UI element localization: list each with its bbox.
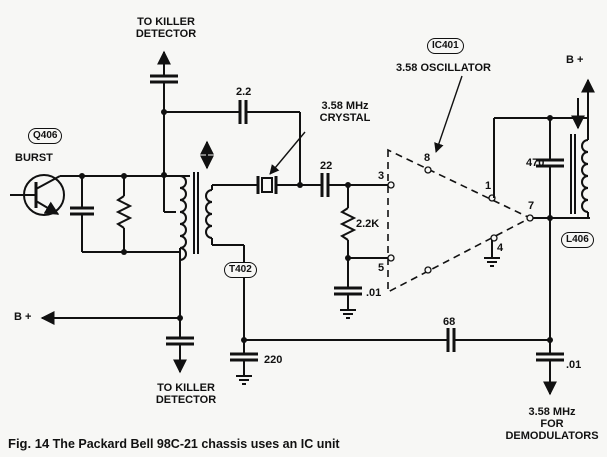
c-220-capacitor [230,340,258,385]
ic401-pointer [434,75,463,153]
ic401-description: 3.58 OSCILLATOR [396,62,491,74]
pin-7-label: 7 [528,200,535,212]
c-01-left-value: .01 [366,287,382,299]
q406-tag: Q406 [28,128,63,144]
c-220-value: 220 [264,354,283,366]
killer-bottom-capacitor [166,336,194,374]
figure-caption: Fig. 14 The Packard Bell 98C-21 chassis … [8,436,340,451]
ic401-oscillator [387,148,532,294]
c-470-value: 470 [526,157,545,169]
pin-7 [526,214,534,222]
pin-unlabeled [424,266,432,274]
c-22-value: 22 [320,160,333,172]
crystal [256,176,322,194]
r-2-2k-value: 2.2K [356,218,380,230]
tank-capacitor [70,176,94,252]
ic401-tag: IC401 [427,38,464,54]
c-2-2-capacitor [164,100,301,185]
crystal-label: 3.58 MHz CRYSTAL [319,100,371,124]
tank-resistor [115,176,133,252]
burst-transformer-primary [179,175,190,261]
c-2-2-value: 2.2 [236,86,252,98]
l406-tag: L406 [561,232,594,248]
l406-coil [570,118,589,218]
pin-4 [490,234,498,242]
c-22-capacitor [320,173,388,197]
c-470-capacitor [536,118,564,354]
killer-bottom-label: TO KILLER DETECTOR [155,382,217,406]
q406-transistor [10,174,82,216]
junction-dot [121,249,127,255]
r-2-2k-resistor [339,185,357,288]
pin-1-label: 1 [485,180,492,192]
demodulators-label: 3.58 MHz FOR DEMODULATORS [505,406,599,442]
pin-8 [424,166,432,174]
c-68-value: 68 [443,316,456,328]
bplus-left-label: B + [14,311,32,323]
junction-dot [177,315,183,321]
pin-3 [387,181,395,189]
figure-number: Fig. 14 [8,436,50,451]
junction-dot [547,337,553,343]
crystal-pointer [269,131,306,175]
t402-tag: T402 [224,262,257,278]
c-68-capacitor [243,245,550,352]
bplus-right-label: B + [566,54,584,66]
pin4-ground [484,240,500,267]
pin-4-label: 4 [497,242,504,254]
killer-top-label: TO KILLER DETECTOR [135,16,197,40]
pin-8-label: 8 [424,152,431,164]
c-01-right-capacitor [536,352,564,396]
burst-label: BURST [15,152,53,164]
c-01-right-value: .01 [566,359,582,371]
figure-caption-text: The Packard Bell 98C-21 chassis uses an … [52,437,340,451]
t402-secondary [205,184,258,246]
pin-3-label: 3 [378,170,385,182]
pin-5 [387,254,395,262]
c-01-left-capacitor [334,286,362,319]
pin-5-label: 5 [378,262,385,274]
